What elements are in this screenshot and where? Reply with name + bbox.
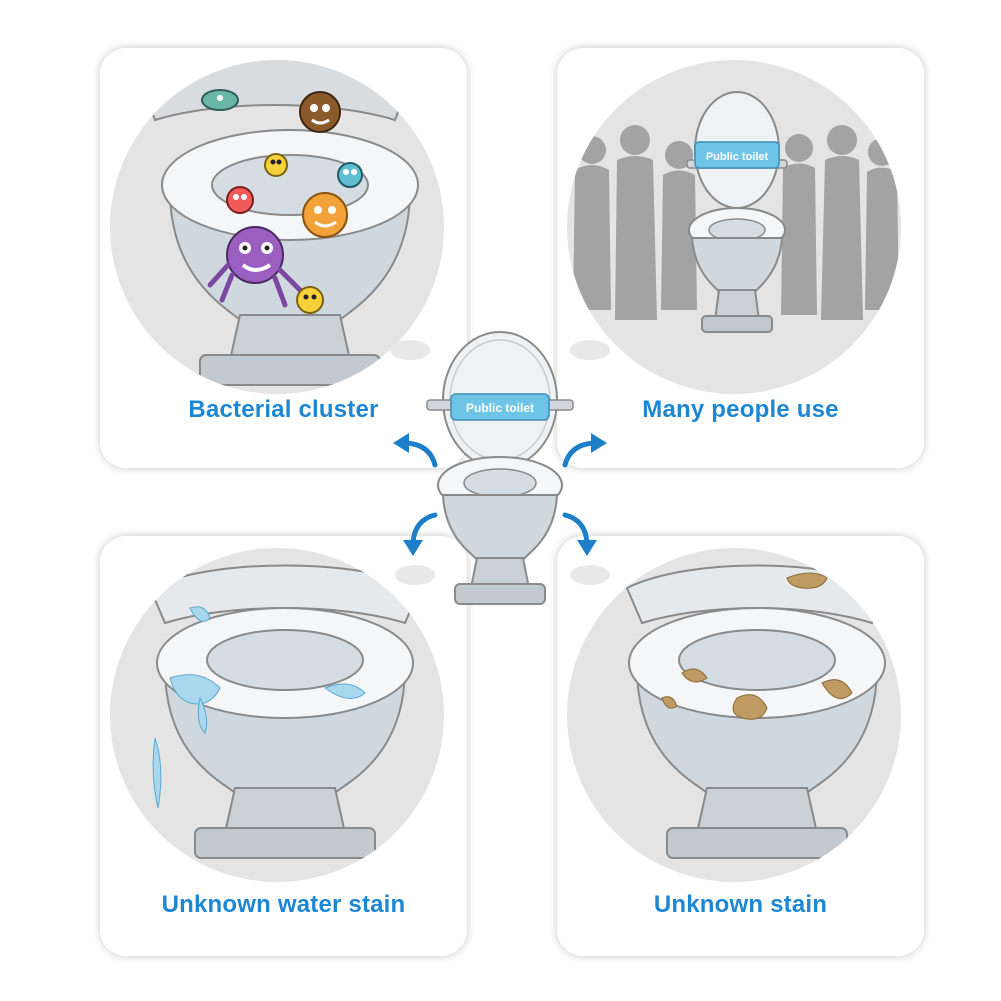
water-drop-icon xyxy=(152,606,366,809)
stain-icon xyxy=(661,572,853,720)
caption: Many people use xyxy=(642,396,839,423)
toilet-with-water-stain-illustration xyxy=(148,564,422,859)
center-toilet-icon: Public toilet xyxy=(390,331,610,605)
germ-icon xyxy=(201,89,239,111)
card-many-people-use: Public toilet Many people use xyxy=(557,48,924,468)
arrow-icon xyxy=(591,433,607,453)
card-unknown-stain: Unknown stain xyxy=(557,536,924,956)
illustration-circle xyxy=(110,60,444,394)
sign-label: Public toilet xyxy=(706,151,769,163)
germ-icon xyxy=(302,192,348,238)
toilet-with-stain-illustration xyxy=(625,564,889,859)
arrow-icon xyxy=(403,540,423,556)
illustration-circle: Public toilet xyxy=(567,60,901,394)
sign-label: Public toilet xyxy=(466,401,534,415)
illustration-circle xyxy=(110,548,444,882)
caption: Bacterial cluster xyxy=(188,396,379,423)
crowd-and-toilet-illustration: Public toilet xyxy=(573,91,899,333)
arrow-icon xyxy=(577,540,597,556)
caption: Unknown water stain xyxy=(161,891,406,918)
germ-icon xyxy=(299,91,341,133)
germ-icon xyxy=(226,186,254,214)
person-silhouette-icon xyxy=(573,125,899,320)
arrow-icon xyxy=(393,433,409,453)
card-unknown-water-stain: Unknown water stain xyxy=(100,536,467,956)
arrow-icon xyxy=(404,440,596,545)
card-bacterial-cluster: Bacterial cluster xyxy=(100,48,467,468)
caption: Unknown stain xyxy=(653,891,828,918)
germ-icon xyxy=(264,153,288,177)
germ-icon xyxy=(207,226,303,308)
germ-icon xyxy=(337,162,363,188)
illustration-circle xyxy=(567,548,901,882)
toilet-with-germs-icon xyxy=(138,60,419,386)
germ-icon xyxy=(296,286,324,314)
